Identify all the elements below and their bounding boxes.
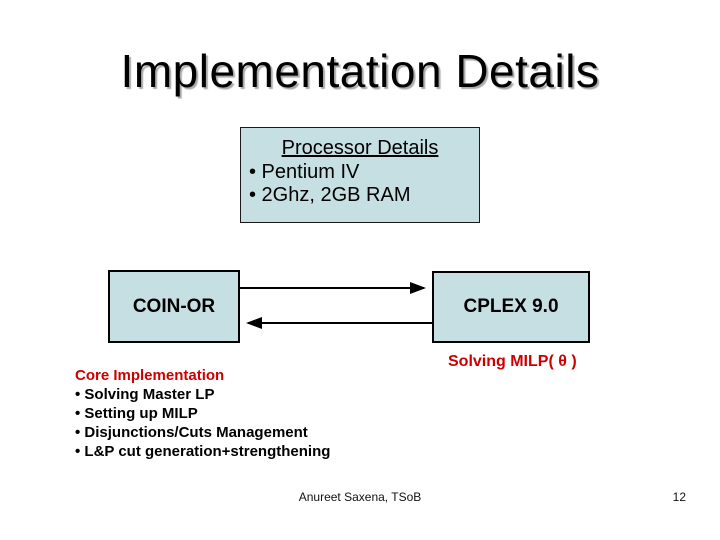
core-bullet-master-lp: • Solving Master LP	[75, 386, 215, 403]
coin-or-label: COIN-OR	[132, 295, 216, 317]
slide-title: Implementation Details	[120, 45, 600, 97]
solving-milp-caption: Solving MILP( θ )	[448, 353, 577, 370]
processor-details-heading: Processor Details	[281, 137, 439, 159]
cplex-box: CPLEX 9.0	[432, 271, 590, 343]
processor-details-box: Processor Details • Pentium IV • 2Ghz, 2…	[240, 127, 480, 223]
core-implementation-heading: Core Implementation	[75, 367, 225, 384]
core-implementation-block: Core Implementation • Solving Master LP …	[75, 366, 330, 461]
processor-bullet-ram: • 2Ghz, 2GB RAM	[249, 184, 411, 206]
cplex-label: CPLEX 9.0	[463, 296, 559, 317]
footer-page-number: 12	[672, 490, 686, 504]
core-bullet-disjunctions: • Disjunctions/Cuts Management	[75, 424, 308, 441]
core-bullet-setup-milp: • Setting up MILP	[75, 405, 198, 422]
processor-bullet-pentium: • Pentium IV	[249, 161, 360, 183]
footer-author: Anureet Saxena, TSoB	[298, 490, 422, 504]
connector-arrows	[240, 282, 432, 329]
coin-or-box: COIN-OR	[108, 270, 240, 343]
core-bullet-lp-cut: • L&P cut generation+strengthening	[75, 443, 331, 460]
